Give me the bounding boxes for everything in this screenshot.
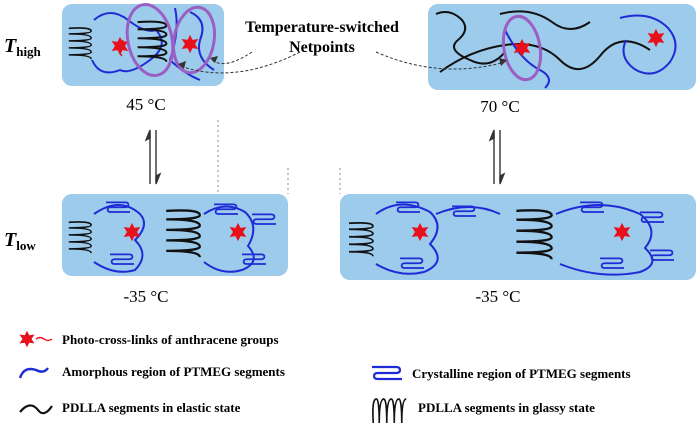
legend-text-amorphous: Amorphous region of PTMEG segments xyxy=(62,364,285,379)
equilibrium-arrow-right xyxy=(488,129,506,185)
legend-item-photo-crosslink: Photo-cross-links of anthracene groups xyxy=(19,330,279,348)
panel-low-left xyxy=(62,194,288,276)
equilibrium-arrow-left xyxy=(144,129,162,185)
panel-high-45 xyxy=(62,2,224,86)
callout-arrowheads xyxy=(178,56,507,69)
legend: Photo-cross-links of anthracene groups A… xyxy=(18,330,631,424)
legend-item-crystalline: Crystalline region of PTMEG segments xyxy=(372,365,631,381)
legend-text-crosslink: Photo-cross-links of anthracene groups xyxy=(62,332,279,347)
row-label-low: Tlow xyxy=(4,229,36,253)
temp-label-70: 70 °C xyxy=(480,97,519,116)
crystalline-lamella-icon xyxy=(372,365,402,381)
legend-text-elastic: PDLLA segments in elastic state xyxy=(62,400,241,415)
row-label-high: Thigh xyxy=(4,35,42,59)
amorphous-chain-icon xyxy=(18,367,49,379)
panel-low-right xyxy=(340,194,696,280)
callout-line2: Netpoints xyxy=(289,39,355,56)
legend-text-crystalline: Crystalline region of PTMEG segments xyxy=(412,366,631,381)
panel-high-70 xyxy=(428,4,696,90)
glassy-spring-icon xyxy=(372,398,408,424)
temp-label-45: 45 °C xyxy=(126,95,165,114)
legend-item-elastic: PDLLA segments in elastic state xyxy=(19,400,241,415)
legend-item-glassy: PDLLA segments in glassy state xyxy=(372,398,595,424)
legend-text-glassy: PDLLA segments in glassy state xyxy=(418,400,595,415)
temp-label-low-left: -35 °C xyxy=(123,287,168,306)
elastic-chain-icon xyxy=(19,404,53,415)
crosslink-icon xyxy=(19,330,35,348)
callout-line1: Temperature-switched xyxy=(245,19,399,36)
legend-item-amorphous: Amorphous region of PTMEG segments xyxy=(18,364,285,379)
dotted-guides xyxy=(217,120,341,194)
temp-label-low-right: -35 °C xyxy=(475,287,520,306)
